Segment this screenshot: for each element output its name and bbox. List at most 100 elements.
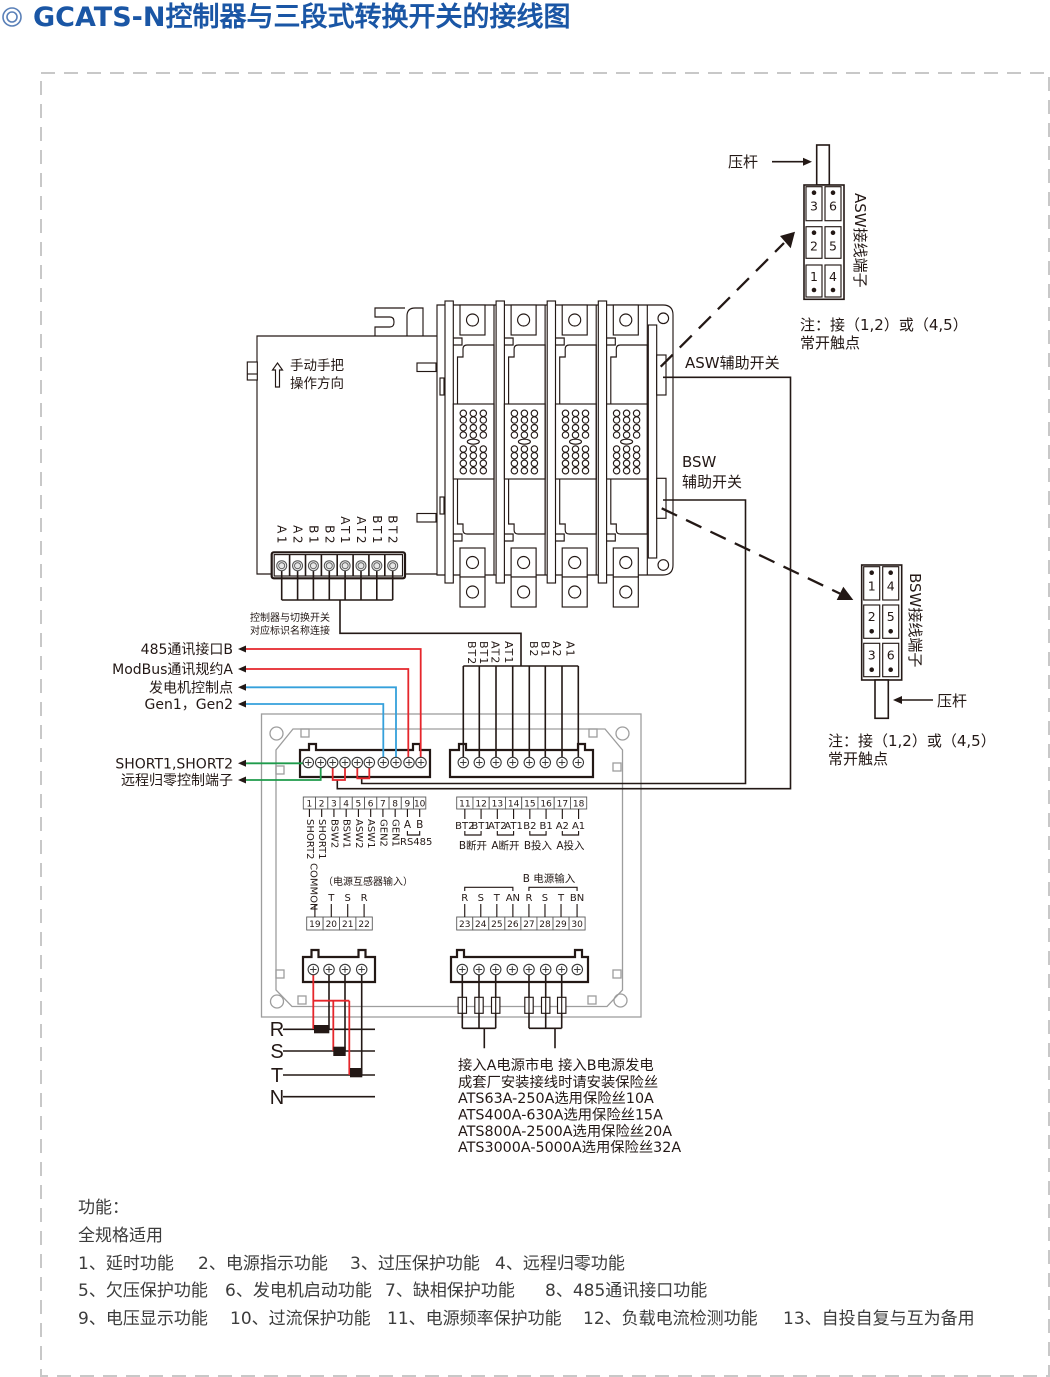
- terminal-number: 25: [491, 920, 502, 930]
- arrow-right-icon: [772, 157, 812, 166]
- signal-label-text: 远程归零控制端子: [121, 772, 233, 789]
- terminal-number: 3: [331, 799, 337, 809]
- jumper-3-4: [331, 767, 346, 781]
- fuse-note-line: ATS800A-2500A选用保险丝20A: [458, 1123, 672, 1140]
- terminal-number: 4: [343, 799, 349, 809]
- terminal-number-box: 19: [306, 916, 324, 931]
- terminal-label: B1: [539, 821, 552, 832]
- wire-485-b: [245, 648, 422, 762]
- function-item: 4、远程归零功能: [495, 1254, 625, 1274]
- signal-label: Gen1，Gen2: [145, 697, 246, 713]
- controller-switch-label: AT2: [489, 641, 502, 664]
- arrow-left-icon: [238, 776, 246, 784]
- terminal-screw: [572, 756, 585, 769]
- switch-latch: [416, 512, 437, 523]
- terminal-screw: [403, 756, 415, 769]
- contact-number: 2: [810, 239, 818, 254]
- controller-switch-label: BT1: [477, 641, 490, 665]
- contact-dot: [869, 629, 874, 634]
- power-phase-label: S: [478, 893, 484, 904]
- leader-line: [528, 886, 578, 891]
- function-item: 7、缺相保护功能: [385, 1281, 515, 1301]
- terminal-number: 19: [309, 920, 321, 930]
- terminal-screw: [489, 963, 502, 976]
- terminal-number-box: 29: [552, 916, 570, 931]
- contact-dot: [888, 629, 893, 634]
- function-item: 9、电压显示功能: [78, 1309, 208, 1329]
- terminal-number: 20: [326, 920, 338, 930]
- connection-note-line2: 对应标识名称连接: [250, 624, 330, 637]
- terminal-number: 26: [507, 920, 519, 930]
- connector-terminals-11-18: [448, 742, 595, 779]
- contact-cell: 6: [882, 642, 900, 678]
- switch-terminal-label: A2: [291, 525, 305, 546]
- terminal-number: 18: [573, 799, 585, 809]
- fuses: [457, 996, 567, 1014]
- bsw-aux-wire: [360, 499, 747, 785]
- contact-cell: 4: [882, 566, 900, 601]
- switch-terminal-label: A1: [275, 525, 289, 546]
- terminal-label: GEN2: [377, 819, 388, 847]
- fuse-note-line: ATS400A-630A选用保险丝15A: [458, 1107, 663, 1124]
- terminal-screw: [390, 756, 402, 769]
- terminal-screw: [307, 963, 320, 976]
- arrow-left-icon: [238, 700, 246, 708]
- terminal-label: A2: [556, 821, 569, 832]
- terminal-number: 1: [307, 799, 313, 809]
- phase-label: N: [270, 1087, 284, 1109]
- contact-dot: [830, 190, 836, 195]
- contact-cell: 5: [824, 226, 842, 259]
- contact-cell: 1: [863, 566, 881, 601]
- page-title: GCATS-N控制器与三段式转换开关的接线图: [2, 1, 570, 33]
- contact-number: 4: [829, 269, 837, 284]
- switch-terminal-label: AT1: [338, 516, 352, 546]
- switch-side-tab: [246, 361, 258, 381]
- leader-line: [496, 831, 515, 836]
- fuse-note-line: 成套厂安装接线时请安装保险丝: [458, 1074, 658, 1091]
- function-item: 13、自投自复与互为备用: [783, 1309, 975, 1329]
- asw-aux-wire: [336, 376, 792, 790]
- mount-hole: [613, 993, 628, 1008]
- contact-cell: 4: [824, 264, 842, 298]
- terminal-number-box: 27: [520, 916, 538, 931]
- terminal-number-box: 21: [339, 916, 357, 931]
- terminal-label: B2: [523, 821, 536, 832]
- arrow-left-icon: [238, 645, 246, 653]
- terminal-number-box: 15: [521, 796, 539, 810]
- bsw-terminal-label: BSW接线端子: [906, 573, 924, 667]
- terminal-label: ASW1: [365, 819, 376, 848]
- controller-switch-label: A2: [550, 641, 563, 658]
- signal-label: 发电机控制点: [149, 680, 246, 696]
- asw-pointer-arrow: [659, 231, 795, 368]
- switch-terminal-screw: [355, 560, 367, 572]
- terminal-label: A: [404, 819, 412, 831]
- terminal-label: BT2: [455, 821, 474, 832]
- switch-terminal-screw: [371, 560, 383, 572]
- switch-terminal-block: [270, 551, 407, 580]
- switch-terminal-screw: [276, 560, 288, 572]
- handle-direction-line1: 手动手把: [290, 358, 344, 374]
- switch-to-controller-bus: [280, 566, 580, 762]
- leader-line: [529, 831, 547, 836]
- arrow-left-icon: [238, 759, 246, 767]
- terminal-number-box: 23: [456, 916, 474, 931]
- dashed-frame: [40, 72, 1050, 1377]
- contact-dot: [888, 667, 893, 672]
- switch-terminal-label: B2: [322, 525, 336, 546]
- wire-modbus-a: [245, 668, 410, 762]
- terminal-label: GEN1: [390, 819, 401, 847]
- bsw-lever-rod: [874, 679, 890, 720]
- bsw-aux-contact: [656, 477, 667, 519]
- contact-cell: 2: [863, 604, 881, 639]
- terminal-number: 11: [459, 799, 470, 809]
- terminal-number: 22: [358, 920, 369, 930]
- contact-dot: [811, 230, 817, 235]
- function-item: 1、延时功能: [78, 1254, 174, 1274]
- handle-direction-line2: 操作方向: [290, 376, 344, 392]
- function-item: 12、负载电流检测功能: [583, 1309, 758, 1329]
- asw-aux-contact: [656, 354, 667, 396]
- terminal-label: AT2: [488, 821, 507, 832]
- power-phase-label: T: [493, 893, 501, 904]
- controller-switch-label: B1: [539, 641, 552, 658]
